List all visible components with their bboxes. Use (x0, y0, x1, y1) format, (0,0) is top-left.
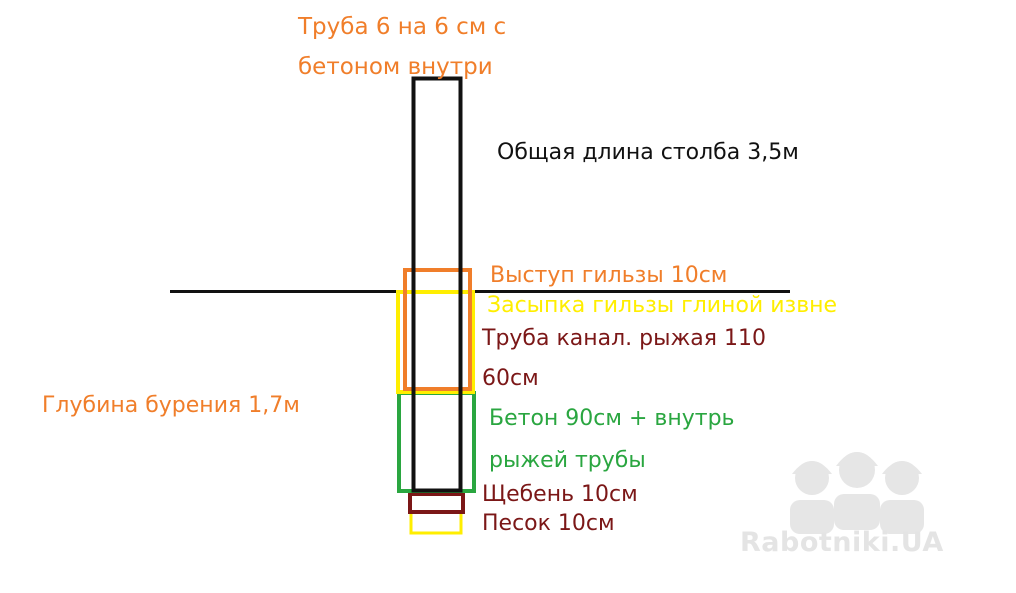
label-drill-depth: Глубина бурения 1,7м (42, 393, 300, 418)
workers-helmet-icon (790, 452, 924, 534)
label-concrete-line1: Бетон 90см + внутрь (489, 406, 735, 431)
label-sand: Песок 10см (482, 511, 615, 536)
concrete-block (397, 391, 476, 493)
label-sewer-pipe-line2: 60см (482, 366, 539, 391)
sleeve-pipe-outline (403, 268, 472, 391)
label-concrete-line2: рыжей трубы (489, 448, 646, 473)
steel-post (411, 76, 463, 493)
label-total-length: Общая длина столба 3,5м (497, 140, 799, 165)
watermark-text: Rabotniki.UA (740, 527, 944, 558)
label-pipe-top-line1: Труба 6 на 6 см с (298, 14, 507, 40)
sand-layer (409, 510, 463, 535)
clay-backfill-outline (396, 290, 475, 394)
label-gravel: Щебень 10см (482, 482, 638, 507)
label-pipe-top-line2: бетоном внутри (298, 54, 493, 80)
gravel-layer (408, 492, 465, 514)
label-sleeve-protrusion: Выступ гильзы 10см (490, 263, 728, 288)
label-sewer-pipe-line1: Труба канал. рыжая 110 (482, 326, 767, 351)
label-sleeve-backfill: Засыпка гильзы глиной извне (487, 293, 838, 318)
